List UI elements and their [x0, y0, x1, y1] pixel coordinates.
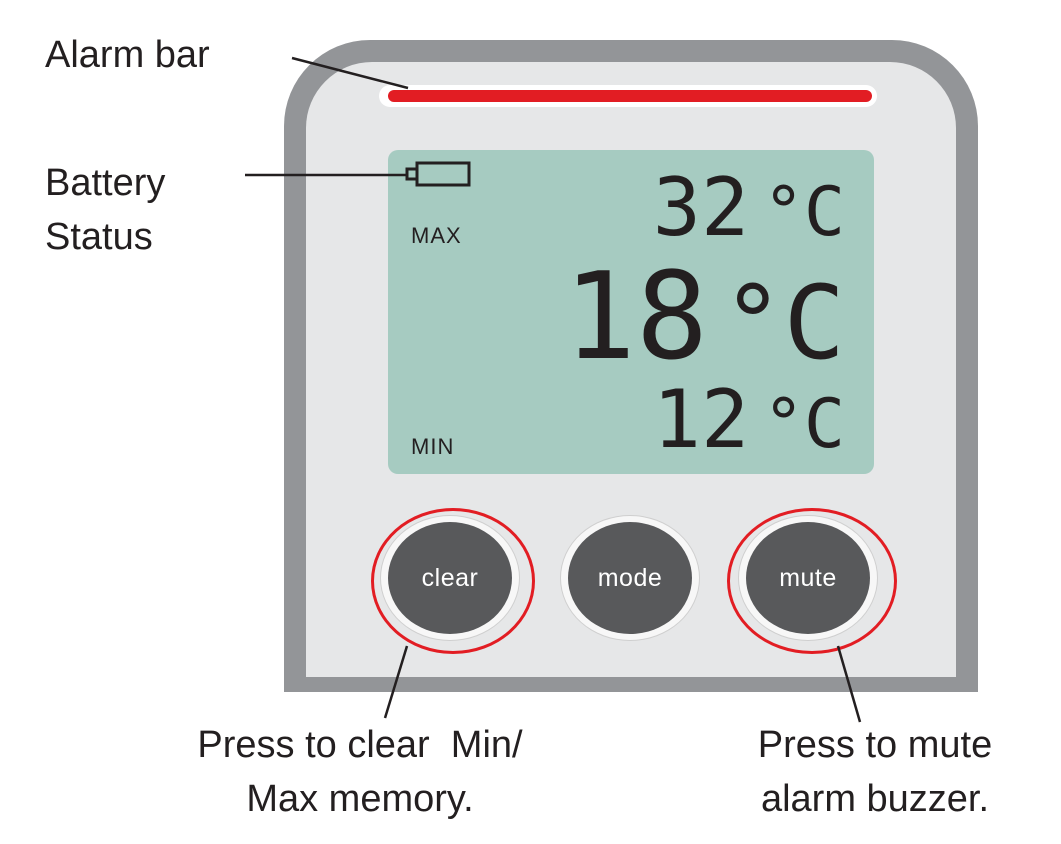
clear-button[interactable]: clear [388, 522, 512, 634]
max-label: MAX [411, 223, 462, 248]
mute-callout-line1: Press to mute [757, 724, 993, 766]
min-temperature: 12°C [653, 380, 845, 460]
battery-status-callout: Battery Status [45, 156, 165, 264]
current-temperature-unit: °C [722, 264, 845, 383]
lcd-display [388, 150, 874, 474]
mute-callout: Press to mute alarm buzzer. [700, 718, 1050, 826]
alarm-bar-callout: Alarm bar [45, 28, 210, 82]
alarm-bar-leader [291, 56, 409, 90]
max-temperature-unit: °C [763, 173, 845, 252]
clear-leader [383, 645, 409, 719]
alarm-bar-callout-text: Alarm bar [45, 34, 210, 76]
min-label: MIN [411, 434, 455, 459]
min-temperature-value: 12 [652, 373, 750, 466]
min-temperature-unit: °C [763, 385, 845, 464]
battery-icon [405, 161, 471, 187]
mute-leader [836, 645, 862, 723]
mute-button-highlight-ring [727, 508, 897, 654]
battery-status-callout-line2: Status [45, 216, 153, 258]
current-temperature: 18°C [564, 258, 845, 378]
current-temperature-value: 18 [563, 248, 709, 387]
alarm-bar [388, 90, 872, 102]
clear-callout: Press to clear Min/ Max memory. [110, 718, 610, 826]
max-temperature-value: 32 [652, 161, 750, 254]
mute-callout-line2: alarm buzzer. [760, 778, 990, 820]
clear-callout-line2: Max memory. [246, 778, 474, 820]
mode-button[interactable]: mode [568, 522, 692, 634]
max-temperature: 32°C [653, 168, 845, 248]
clear-callout-line1: Press to clear Min/ [197, 724, 523, 766]
clear-button-highlight-ring [371, 508, 535, 654]
mute-button[interactable]: mute [746, 522, 870, 634]
battery-status-callout-line1: Battery [45, 162, 166, 204]
